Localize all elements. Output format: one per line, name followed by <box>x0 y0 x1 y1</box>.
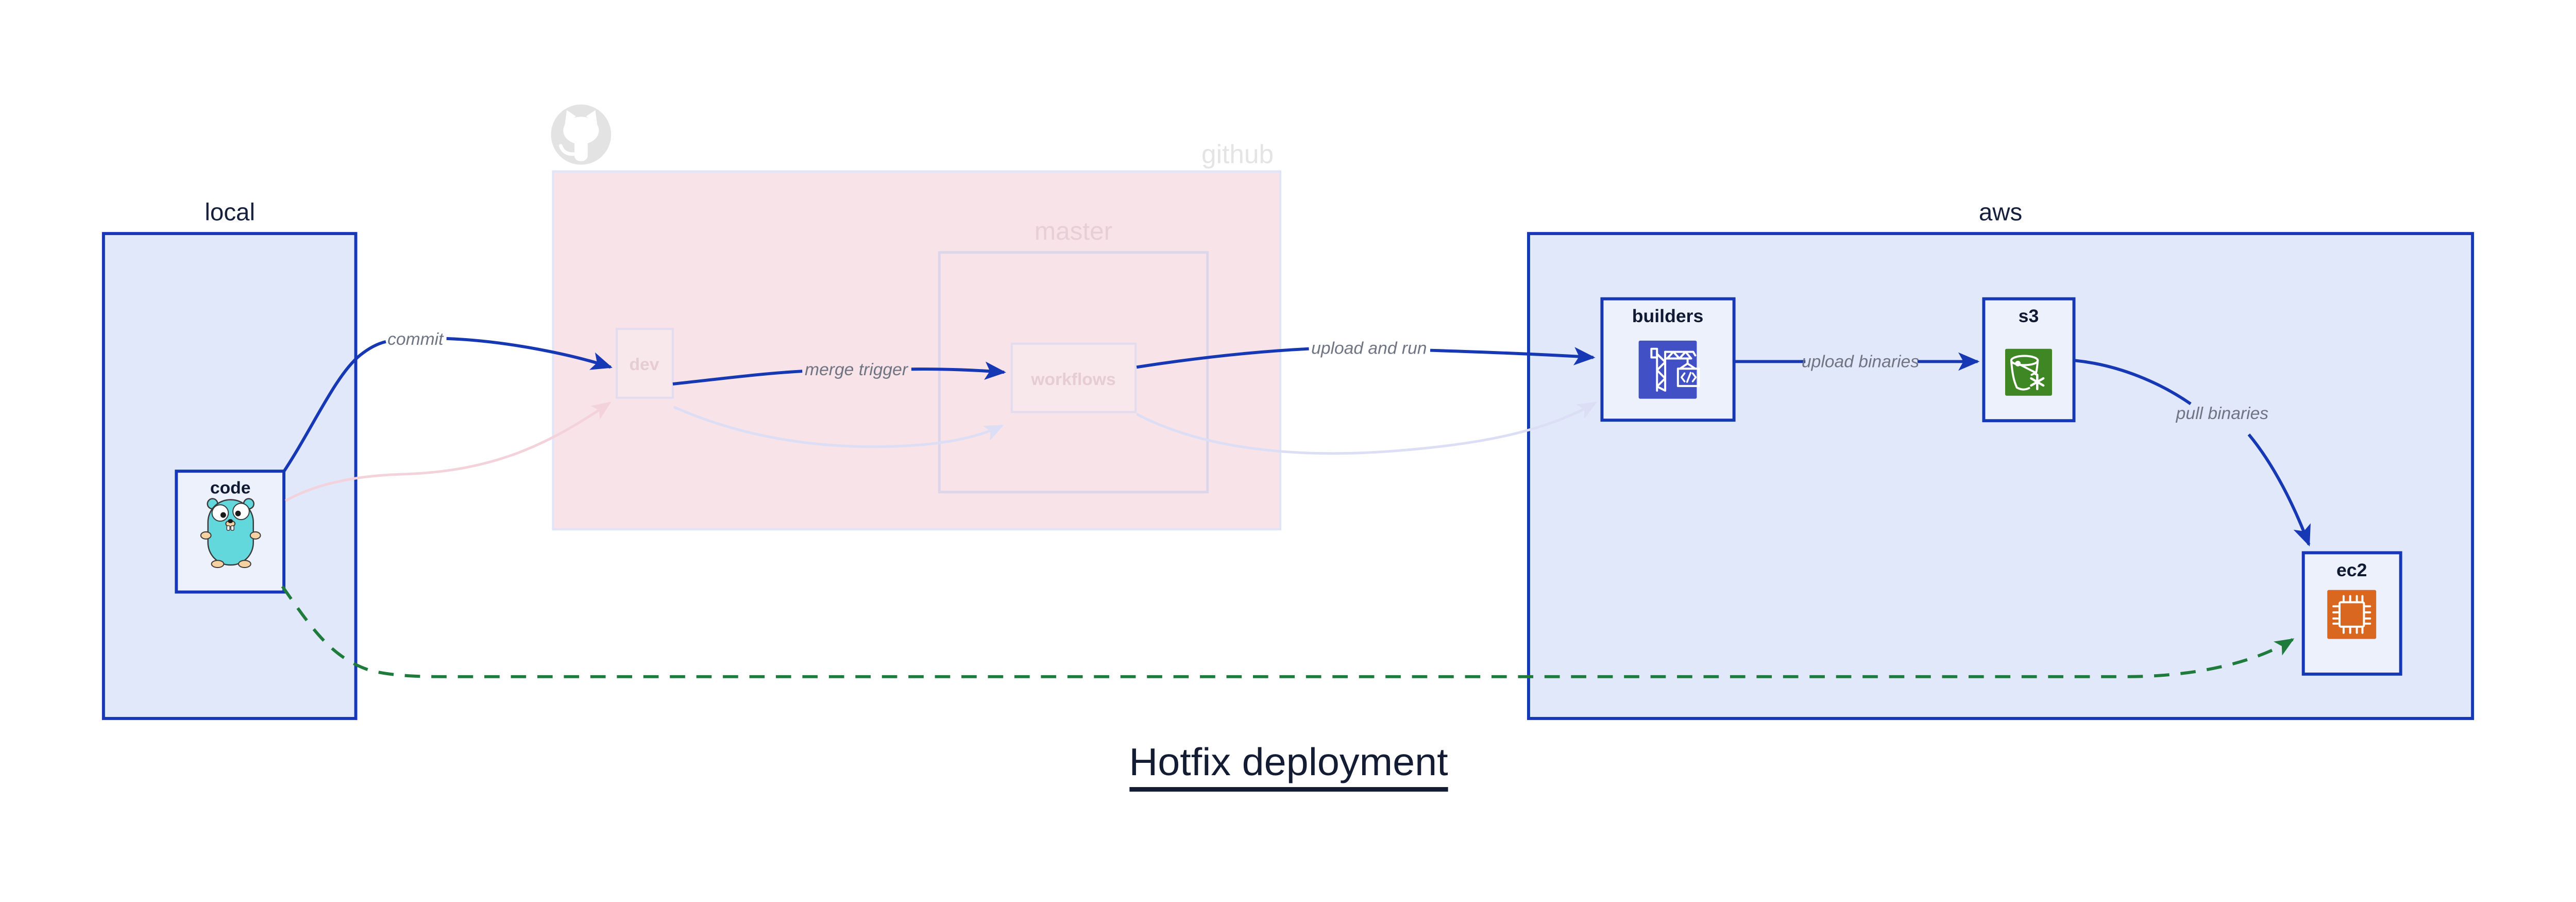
faded-edge-workflows-to-builders <box>1136 402 1597 455</box>
workflows-node-label: workflows <box>1030 370 1115 389</box>
upload-and-run-edge: upload and run <box>1136 339 1596 369</box>
workflows-node <box>1010 342 1137 413</box>
codebuild-crane-icon <box>1638 340 1700 399</box>
pull-binaries-edge: pull binaries <box>2075 359 2311 547</box>
s3-bucket-snowflake-icon <box>2005 348 2052 396</box>
hotfix-dashed-edge <box>281 585 2295 678</box>
merge-trigger-edge: merge trigger <box>672 360 1006 386</box>
faded-edge-code-to-dev <box>284 402 612 502</box>
code-node-label: code <box>210 479 250 498</box>
github-group-label: github <box>1201 139 1274 169</box>
aws-group-label: aws <box>1979 198 2022 226</box>
ec2-node-label: ec2 <box>2336 560 2367 580</box>
github-group-box <box>552 170 1282 530</box>
s3-node-label: s3 <box>2019 306 2039 326</box>
local-group-label: local <box>205 198 255 226</box>
upload-binaries-edge: upload binaries <box>1735 352 1980 371</box>
builders-node-label: builders <box>1632 306 1704 326</box>
page-title: Hotfix deployment <box>1129 740 1448 783</box>
merge-trigger-edge-label: merge trigger <box>805 360 909 379</box>
upload-binaries-edge-label: upload binaries <box>1802 352 1919 371</box>
master-group-box <box>938 251 1209 494</box>
pull-binaries-edge-label: pull binaries <box>2176 404 2269 423</box>
commit-edge: commit <box>282 330 613 473</box>
go-gopher-icon <box>200 498 261 569</box>
dev-node <box>616 328 674 399</box>
github-octocat-icon <box>551 104 612 165</box>
master-group-label: master <box>1035 217 1112 245</box>
upload-and-run-edge-label: upload and run <box>1311 339 1427 358</box>
dev-node-label: dev <box>630 355 659 374</box>
ec2-chip-icon <box>2327 590 2377 639</box>
faded-edge-dev-to-workflows <box>673 406 1004 448</box>
commit-edge-label: commit <box>387 330 444 349</box>
